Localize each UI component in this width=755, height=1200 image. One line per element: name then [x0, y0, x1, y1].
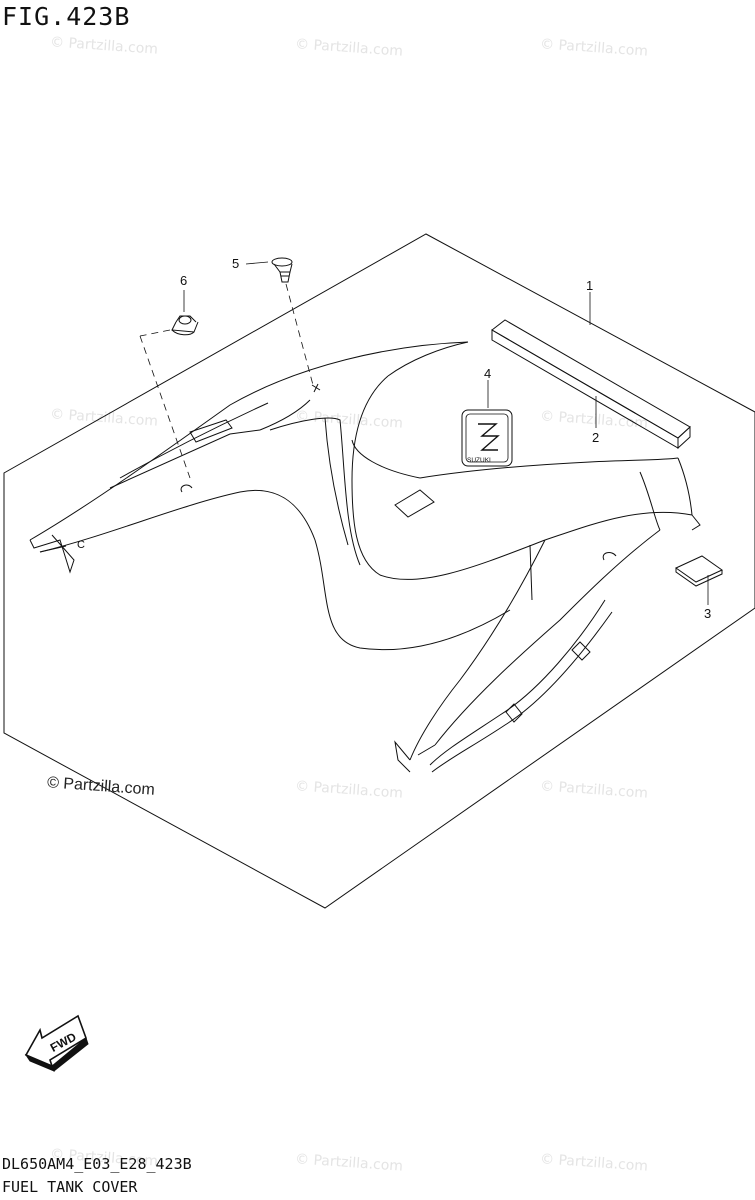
figure-title: FIG.423B: [2, 2, 131, 31]
suzuki-emblem-part: SUZUKI: [461, 409, 513, 467]
emblem-text: SUZUKI: [467, 457, 491, 464]
svg-text:C: C: [77, 539, 85, 551]
pad-part: [675, 555, 723, 583]
callout-4: 4: [484, 366, 491, 381]
diagram-name: FUEL TANK COVER: [2, 1178, 138, 1196]
fuel-tank-cover-part: C: [29, 341, 701, 773]
callout-5: 5: [232, 256, 239, 271]
callout-3: 3: [704, 606, 711, 621]
clip-part: [171, 315, 199, 336]
pad-part-edge: [675, 568, 723, 587]
callout-2: 2: [592, 430, 599, 445]
leader-lines: [183, 261, 709, 605]
assembly-outline: [3, 233, 755, 909]
diagram-code: DL650AM4_E03_E28_423B: [2, 1155, 192, 1173]
dashed-assembly-lines: [139, 283, 314, 479]
fwd-arrow-icon: FWD: [24, 1014, 89, 1072]
bolt-part: [271, 257, 293, 283]
rubber-strip-part: [491, 319, 691, 450]
callout-1: 1: [586, 278, 593, 293]
callout-6: 6: [180, 273, 187, 288]
